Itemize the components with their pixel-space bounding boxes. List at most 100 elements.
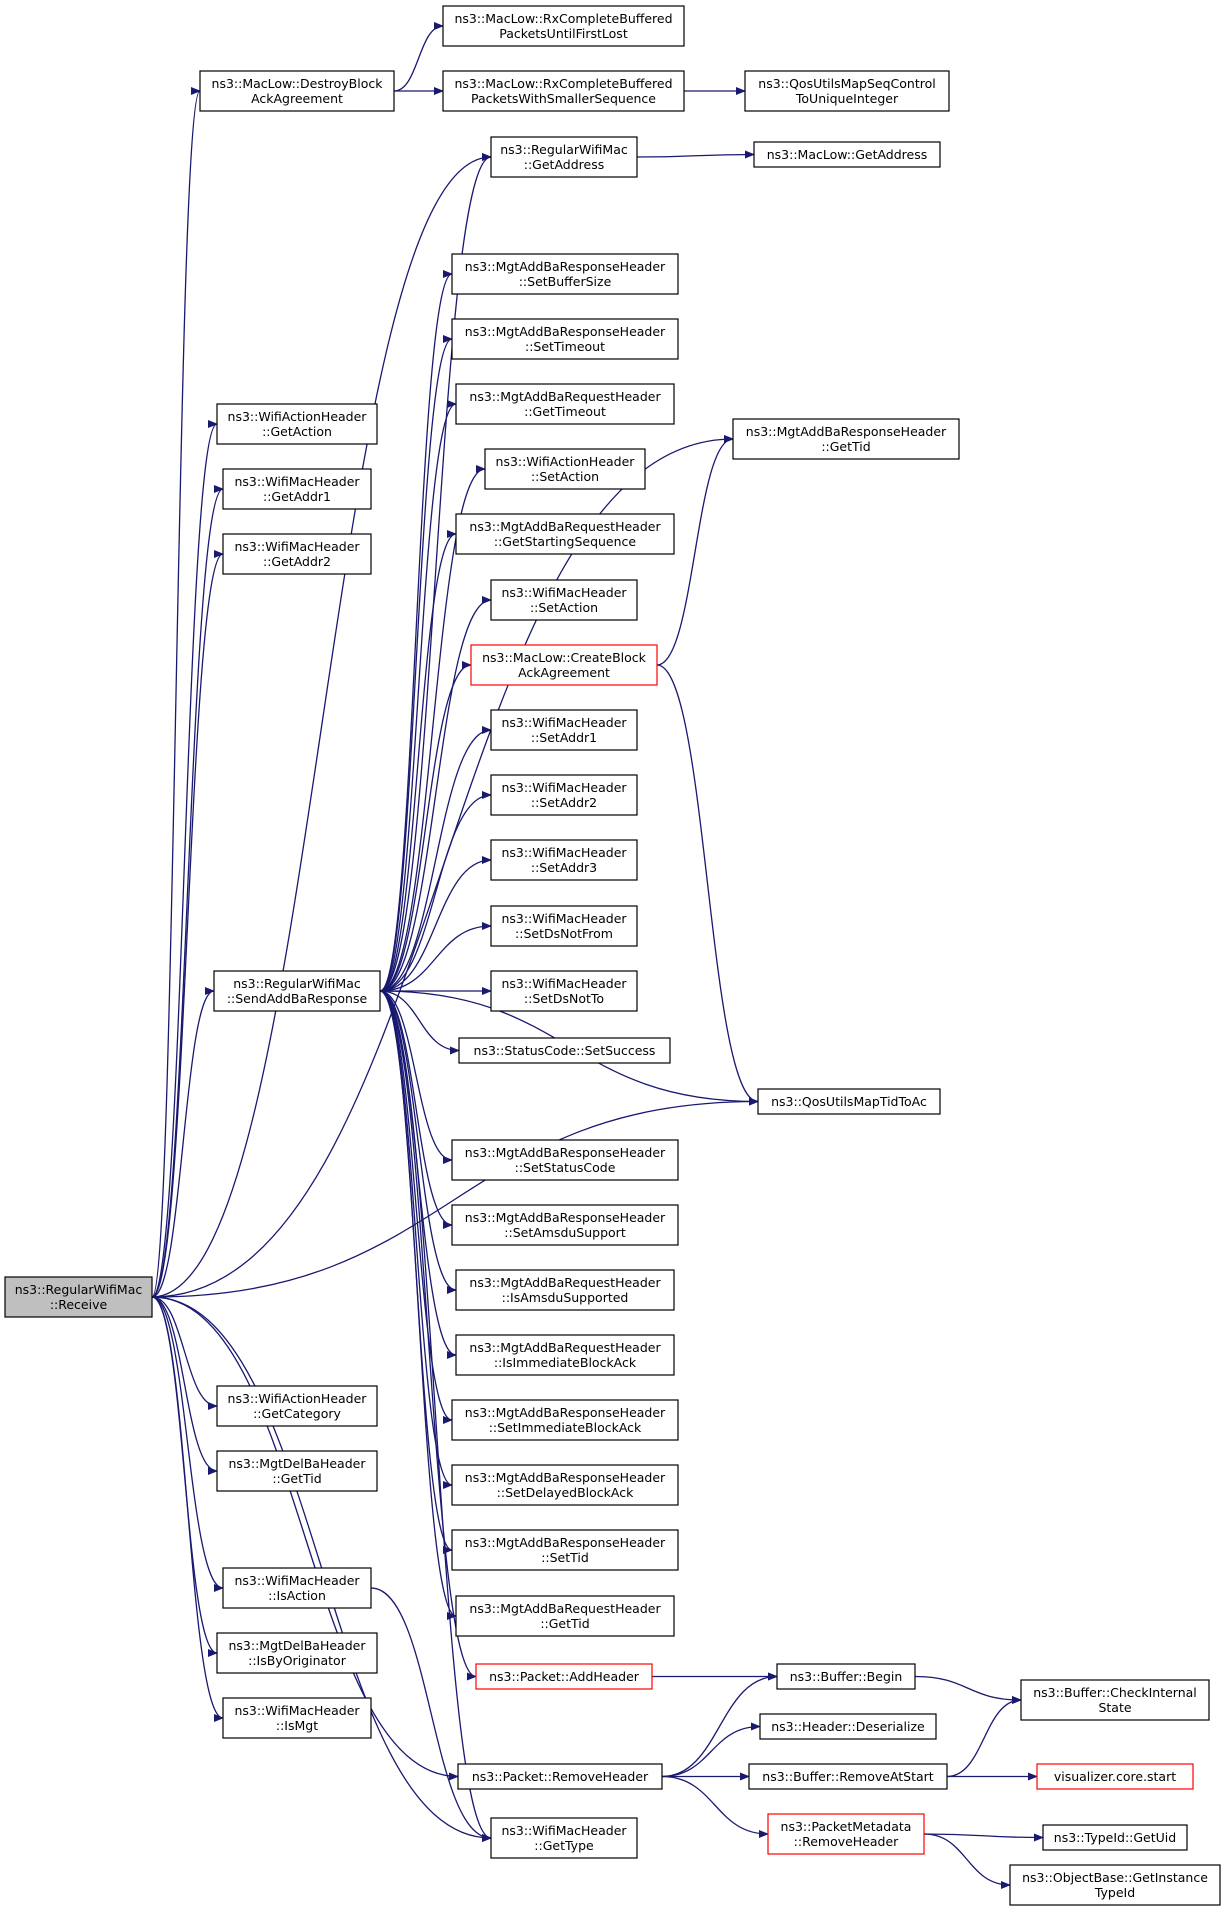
node-label-line: ns3::TypeId::GetUid [1054,1830,1176,1845]
nodes-layer: ns3::RegularWifiMac::Receive ns3::MacLow:… [4,5,1221,1906]
node-box [1020,1679,1210,1721]
edge-remove-at-start-to-check-internal [946,1696,1022,1778]
node-box [458,1037,671,1064]
node-box [455,1595,675,1637]
node-set-status-code[interactable]: ns3::MgtAddBaResponseHeader::SetStatusCo… [451,1139,679,1181]
edge-destroy-to-rx-first-lost [393,22,444,92]
node-label-line: ::SetStatusCode [515,1160,616,1175]
node-qos-tid-to-ac[interactable]: ns3::QosUtilsMapTidToAc [757,1088,941,1115]
node-pm-remove-header[interactable]: ns3::PacketMetadata::RemoveHeader [767,1813,925,1855]
node-get-type[interactable]: ns3::WifiMacHeader::GetType [490,1817,638,1859]
node-is-mgt[interactable]: ns3::WifiMacHeader::IsMgt [222,1697,372,1739]
edge-send-add-ba-to-set-success [379,990,460,1055]
node-label-line: ns3::MgtDelBaHeader [229,1638,367,1653]
edge-send-add-ba-to-set-status-code [379,990,453,1164]
node-req-get-tid[interactable]: ns3::MgtAddBaRequestHeader::GetTid [455,1595,675,1637]
node-set-success[interactable]: ns3::StatusCode::SetSuccess [458,1037,671,1064]
node-label-line: ns3::Header::Deserialize [771,1719,925,1734]
node-box [222,1567,372,1609]
node-box [1009,1864,1221,1906]
node-label-line: ::Receive [50,1297,108,1312]
node-rwm-get-address[interactable]: ns3::RegularWifiMac::GetAddress [490,136,638,178]
node-set-ds-not-from[interactable]: ns3::WifiMacHeader::SetDsNotFrom [490,905,638,947]
node-is-by-orig[interactable]: ns3::MgtDelBaHeader::IsByOriginator [216,1632,378,1674]
edge-send-add-ba-to-create-block [379,661,472,992]
node-label-line: ns3::RegularWifiMac [15,1282,143,1297]
edge-send-add-ba-to-set-addr3 [379,856,492,992]
node-hdr-deserialize[interactable]: ns3::Header::Deserialize [759,1713,937,1740]
node-box [490,839,638,881]
node-buf-begin[interactable]: ns3::Buffer::Begin [776,1663,916,1690]
node-viz-start[interactable]: visualizer.core.start [1036,1763,1194,1790]
node-is-amsdu[interactable]: ns3::MgtAddBaRequestHeader::IsAmsduSuppo… [455,1269,675,1311]
node-label-line: ns3::MacLow::RxCompleteBuffered [454,11,672,26]
node-remove-at-start[interactable]: ns3::Buffer::RemoveAtStart [748,1763,948,1790]
edge-send-add-ba-to-set-amsdu [379,990,453,1229]
edge-send-add-ba-to-get-start-seq [379,530,457,992]
node-req-get-timeout[interactable]: ns3::MgtAddBaRequestHeader::GetTimeout [455,383,675,425]
node-label-line: ::SetBufferSize [519,274,612,289]
node-box [455,383,675,425]
node-wah-get-action[interactable]: ns3::WifiActionHeader::GetAction [216,403,378,445]
node-wmh-set-action[interactable]: ns3::WifiMacHeader::SetAction [490,579,638,621]
node-rx-smaller[interactable]: ns3::MacLow::RxCompleteBufferedPacketsWi… [442,70,685,112]
edge-receive-to-is-action [151,1296,224,1592]
node-remove-header[interactable]: ns3::Packet::RemoveHeader [457,1763,663,1790]
node-is-action[interactable]: ns3::WifiMacHeader::IsAction [222,1567,372,1609]
node-label-line: AckAgreement [518,665,610,680]
node-label-line: ns3::WifiMacHeader [501,780,627,795]
node-rx-first-lost[interactable]: ns3::MacLow::RxCompleteBufferedPacketsUn… [442,5,685,47]
node-set-addr1[interactable]: ns3::WifiMacHeader::SetAddr1 [490,709,638,751]
edge-send-add-ba-to-add-header [379,990,477,1681]
node-box [490,774,638,816]
edge-create-block-to-resp-get-tid [656,435,734,666]
node-resp-get-tid[interactable]: ns3::MgtAddBaResponseHeader::GetTid [732,418,960,460]
node-label-line: ns3::WifiMacHeader [501,585,627,600]
edge-receive-to-del-get-tid [151,1296,218,1475]
node-box [1036,1763,1194,1790]
edge-create-block-to-qos-tid-to-ac [656,664,759,1106]
node-set-buffer-size[interactable]: ns3::MgtAddBaResponseHeader::SetBufferSi… [451,253,679,295]
node-label-line: ns3::MgtAddBaRequestHeader [469,1275,661,1290]
node-label-line: ns3::MacLow::GetAddress [767,147,928,162]
node-receive[interactable]: ns3::RegularWifiMac::Receive [4,1276,153,1318]
edge-receive-to-qos-tid-to-ac [151,1097,759,1298]
node-set-amsdu[interactable]: ns3::MgtAddBaResponseHeader::SetAmsduSup… [451,1204,679,1246]
node-wah-set-action[interactable]: ns3::WifiActionHeader::SetAction [484,448,646,490]
node-send-add-ba[interactable]: ns3::RegularWifiMac::SendAddBaResponse [213,970,381,1012]
node-type-id-get-uid[interactable]: ns3::TypeId::GetUid [1042,1824,1188,1851]
node-box [1042,1824,1188,1851]
node-get-addr1[interactable]: ns3::WifiMacHeader::GetAddr1 [222,468,372,510]
node-label-line: ns3::MacLow::CreateBlock [482,650,647,665]
node-add-header[interactable]: ns3::Packet::AddHeader [475,1663,653,1690]
node-get-addr2[interactable]: ns3::WifiMacHeader::GetAddr2 [222,533,372,575]
node-label-line: PacketsWithSmallerSequence [471,91,656,106]
node-set-timeout[interactable]: ns3::MgtAddBaResponseHeader::SetTimeout [451,318,679,360]
node-resp-set-tid[interactable]: ns3::MgtAddBaResponseHeader::SetTid [451,1529,679,1571]
node-set-immediate[interactable]: ns3::MgtAddBaResponseHeader::SetImmediat… [451,1399,679,1441]
node-set-addr3[interactable]: ns3::WifiMacHeader::SetAddr3 [490,839,638,881]
node-qos-seq[interactable]: ns3::QosUtilsMapSeqControlToUniqueIntege… [744,70,950,112]
node-label-line: ns3::WifiMacHeader [501,845,627,860]
node-get-start-seq[interactable]: ns3::MgtAddBaRequestHeader::GetStartingS… [455,513,675,555]
node-label-line: TypeId [1094,1885,1135,1900]
node-mac-low-get-address[interactable]: ns3::MacLow::GetAddress [753,141,941,168]
node-label-line: ::GetAction [262,424,332,439]
node-label-line: ns3::MgtAddBaResponseHeader [465,259,666,274]
node-is-immediate[interactable]: ns3::MgtAddBaRequestHeader::IsImmediateB… [455,1334,675,1376]
edge-send-add-ba-to-wmh-set-action [379,596,492,992]
node-set-addr2[interactable]: ns3::WifiMacHeader::SetAddr2 [490,774,638,816]
edge-send-add-ba-to-rwm-get-address [379,153,492,992]
node-set-delayed[interactable]: ns3::MgtAddBaResponseHeader::SetDelayedB… [451,1464,679,1506]
node-label-line: ns3::MgtDelBaHeader [229,1456,367,1471]
node-del-get-tid[interactable]: ns3::MgtDelBaHeader::GetTid [216,1450,378,1492]
node-label-line: ::GetAddr1 [263,489,331,504]
node-set-ds-not-to[interactable]: ns3::WifiMacHeader::SetDsNotTo [490,970,638,1012]
node-wah-get-category[interactable]: ns3::WifiActionHeader::GetCategory [216,1385,378,1427]
node-label-line: ns3::WifiMacHeader [234,1703,360,1718]
node-box [757,1088,941,1115]
